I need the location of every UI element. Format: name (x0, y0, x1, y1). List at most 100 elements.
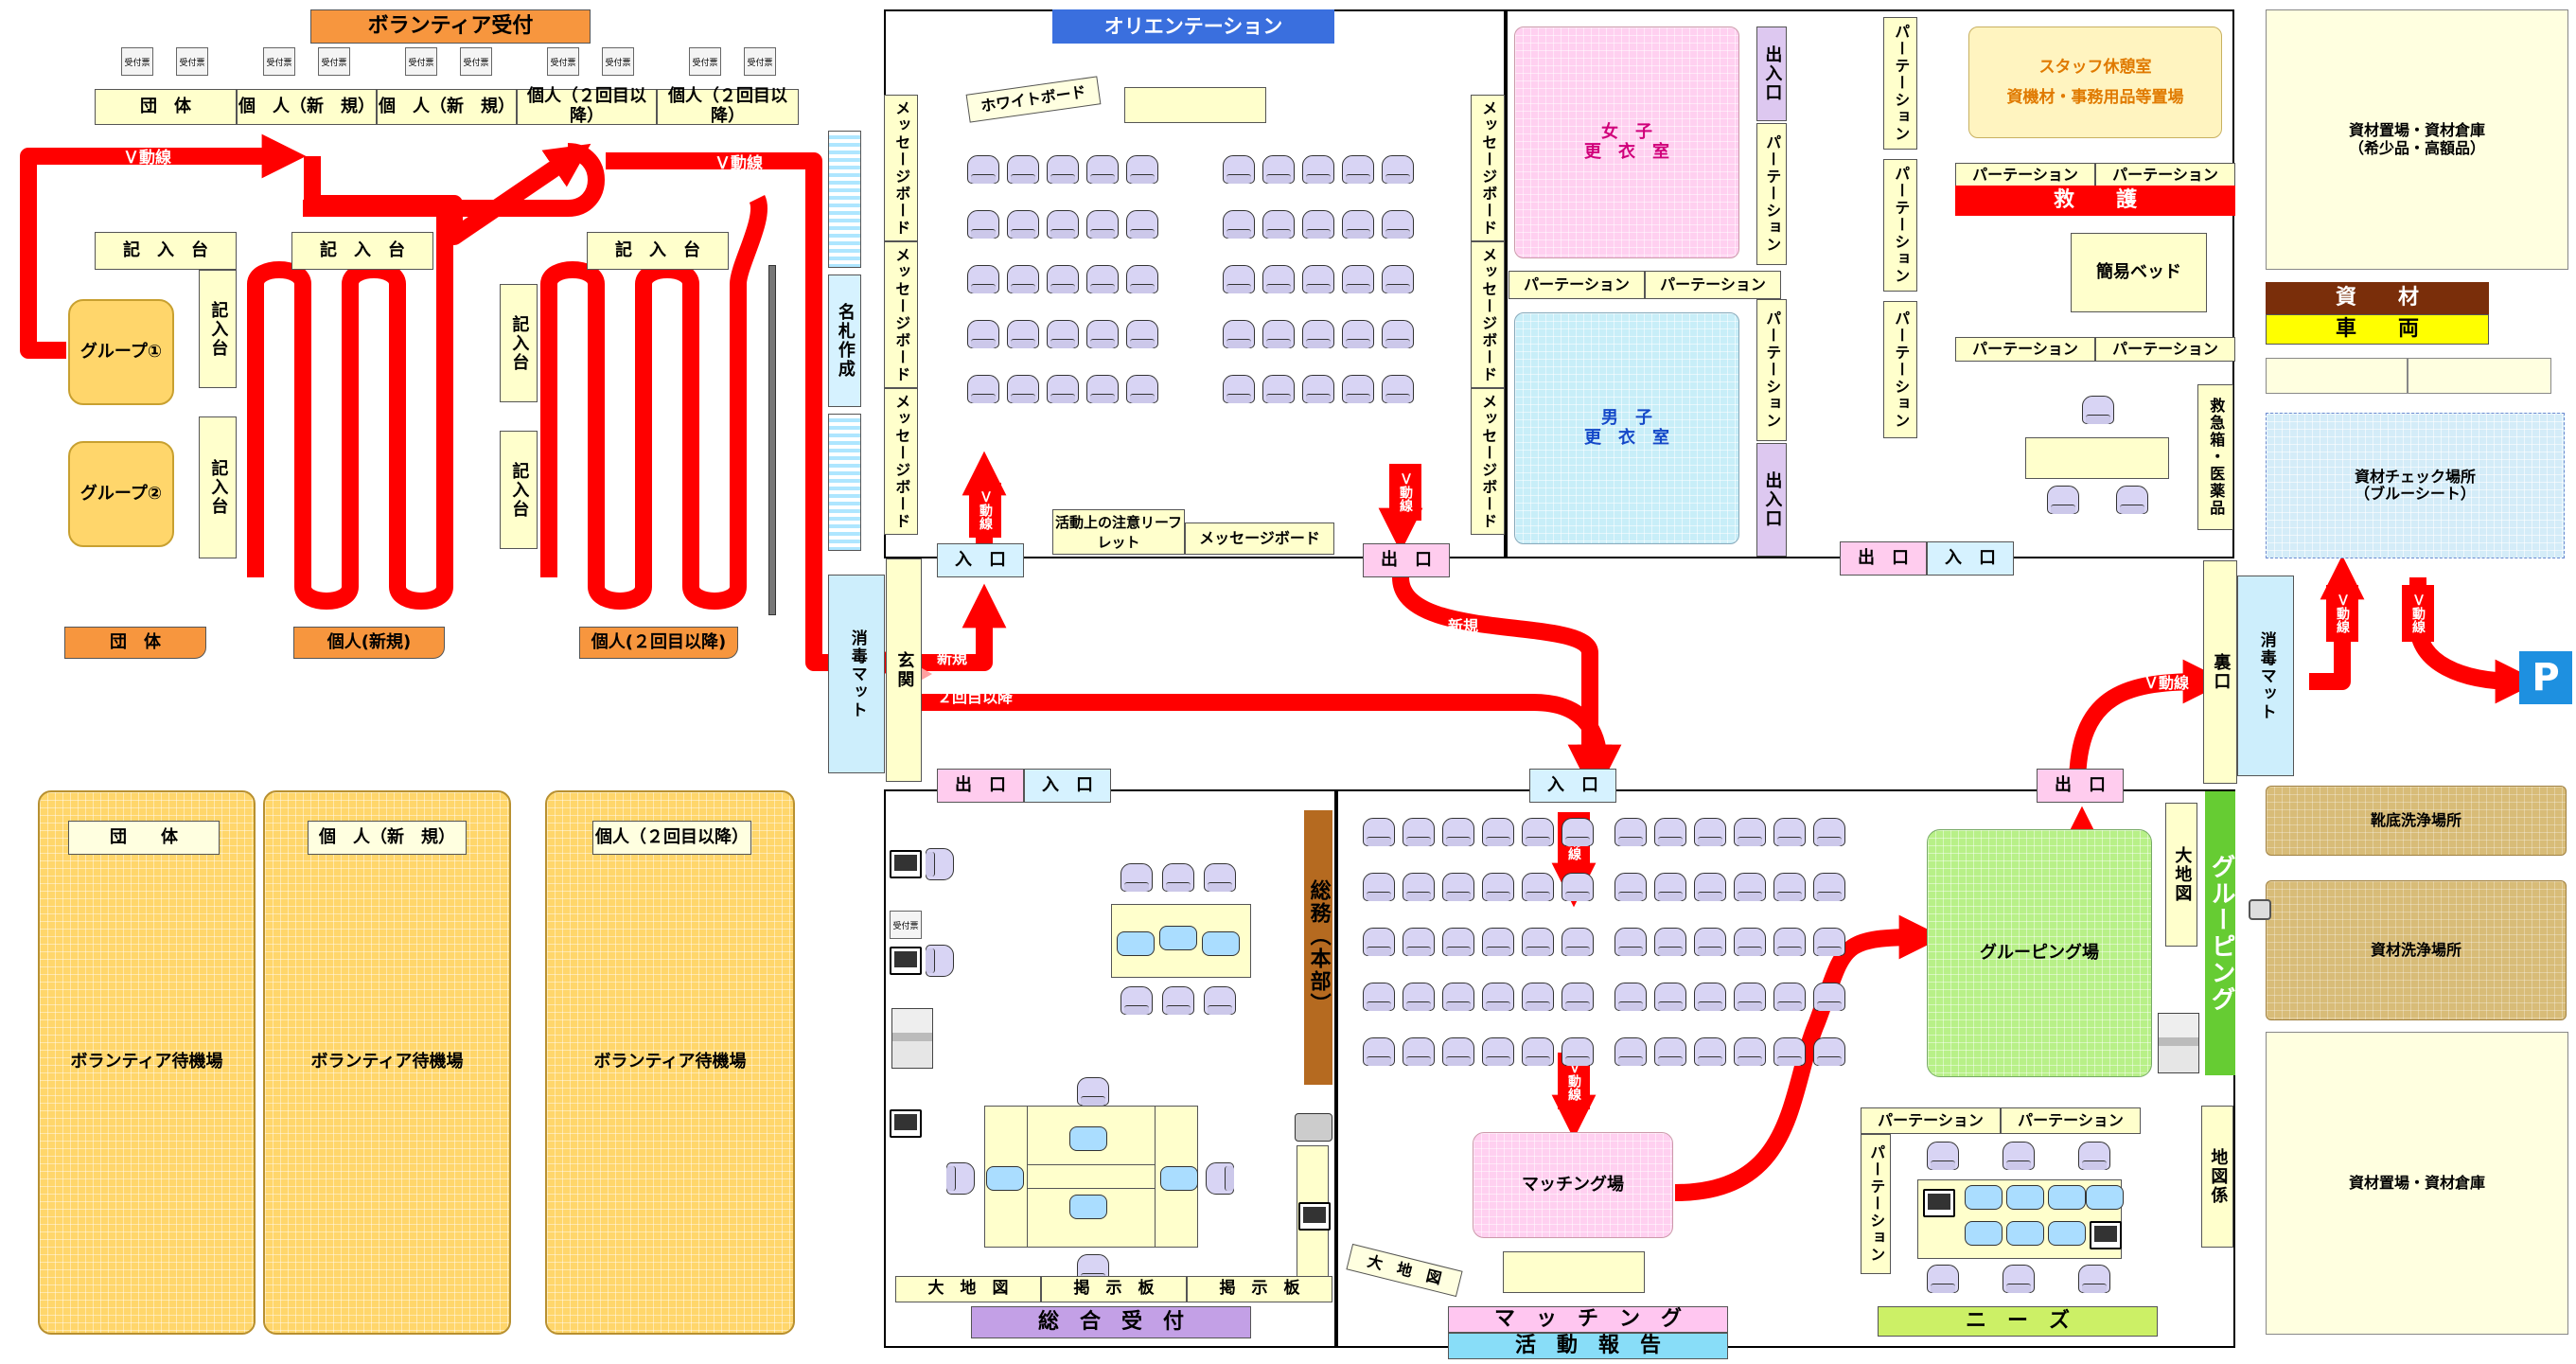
waiting-header: 団 体 (68, 821, 220, 855)
chair (1382, 375, 1414, 403)
matching-entrance[interactable]: 入 口 (1529, 769, 1616, 803)
orientation-exit[interactable]: 出 口 (1363, 543, 1450, 577)
partition: パーテーション (1645, 271, 1781, 299)
general-exit[interactable]: 出 口 (937, 769, 1024, 803)
chair (1086, 155, 1119, 184)
partition: パーテーション (1883, 17, 1917, 150)
changing-door[interactable]: 出入口 (1756, 27, 1787, 121)
message-board: メッセージボード (1471, 95, 1505, 241)
headquarters: 総務（本部） (1304, 810, 1332, 1085)
sheet-tray: 受付票 (602, 47, 634, 76)
sheet-tray: 受付票 (689, 47, 721, 76)
first-aid-kit: 救急箱・医薬品 (2197, 384, 2233, 530)
chair (1734, 983, 1766, 1011)
chair (1403, 873, 1435, 901)
chair (1813, 983, 1845, 1011)
partition: パーテーション (1955, 337, 2095, 362)
chair (1086, 375, 1119, 403)
vehicle-bay (2408, 358, 2551, 394)
chair (1262, 320, 1295, 348)
storage-bottom: 資材置場・資材倉庫 (2266, 1032, 2568, 1335)
storage-top: 資材置場・資材倉庫 （希少品・高額品） (2266, 9, 2568, 270)
waiting-area-label: ボランティア待機場 (70, 1051, 223, 1072)
writing-desk-v: 記入台 (500, 431, 538, 549)
vehicle-bay (2266, 358, 2408, 394)
partition: パーテーション (1955, 163, 2095, 187)
message-board: メッセージボード (884, 388, 918, 535)
general-reception-title: 総 合 受 付 (971, 1306, 1251, 1338)
copier-icon (2158, 1013, 2199, 1073)
flag-second: 個人(２回目以降) (579, 627, 738, 659)
chair (1047, 210, 1079, 239)
pc-icon (1923, 1189, 1955, 1217)
chair (1734, 928, 1766, 956)
grouping-exit[interactable]: 出 口 (2037, 769, 2124, 803)
big-map-wall: 大地図 (2165, 803, 2197, 947)
chair (1442, 983, 1474, 1011)
message-board: メッセージボード (884, 95, 918, 241)
chair (1086, 320, 1119, 348)
chair (1363, 1037, 1395, 1066)
bulletin-board: 掲 示 板 (1041, 1276, 1187, 1302)
general-entrance[interactable]: 入 口 (1024, 769, 1111, 803)
leaflet-stand: 活動上の注意リーフレット (1052, 509, 1185, 555)
rescue-entrance[interactable]: 入 口 (1927, 541, 2014, 576)
chair (1734, 818, 1766, 846)
chair (1614, 818, 1647, 846)
desk-divider (1027, 1106, 1156, 1248)
chair (1694, 928, 1726, 956)
chair (1126, 320, 1158, 348)
chair (1773, 1037, 1806, 1066)
writing-desk-v: 記入台 (199, 416, 237, 558)
chair (1442, 873, 1474, 901)
changing-door[interactable]: 出入口 (1756, 443, 1787, 557)
writing-desk-v: 記入台 (500, 284, 538, 402)
rescue-exit[interactable]: 出 口 (1840, 541, 1927, 576)
route-second-top (606, 152, 908, 685)
message-board: メッセージボード (1471, 241, 1505, 388)
chair (1813, 1037, 1845, 1066)
partition-line (768, 265, 776, 615)
flow-label: Ｖ動線 (2144, 674, 2190, 692)
big-map: 大 地 図 (895, 1276, 1041, 1302)
back-door[interactable]: 裏口 (2203, 560, 2237, 784)
chair (1614, 928, 1647, 956)
group-1: グループ① (68, 299, 174, 405)
chair (1561, 983, 1594, 1011)
chair (1223, 265, 1255, 293)
pc-icon (890, 850, 922, 878)
female-changing-room: 女 子 更 衣 室 (1514, 27, 1739, 258)
orientation-entrance[interactable]: 入 口 (937, 543, 1024, 577)
message-board: メッセージボード (884, 241, 918, 388)
chair (967, 155, 999, 184)
chair (1654, 873, 1686, 901)
materials-label: 資 材 (2266, 282, 2489, 314)
chair (1522, 873, 1554, 901)
fax-icon (1295, 1113, 1332, 1142)
chair (1382, 155, 1414, 184)
parking-icon: P (2519, 651, 2572, 704)
flow-label: Ｖ動線 (123, 149, 171, 168)
chair (1162, 863, 1194, 892)
flow-label: Ｖ動線 (969, 483, 1001, 538)
waiting-area-group: 団 体 ボランティア待機場 (38, 790, 256, 1335)
rescue-label: 救 護 (1955, 186, 2235, 216)
phone-icon (2006, 1185, 2044, 1210)
message-board: メッセージボード (1471, 388, 1505, 535)
sheet-tray: 受付票 (176, 47, 208, 76)
chair (1302, 375, 1334, 403)
pc-icon (890, 947, 922, 975)
writing-desk: 記 入 台 (291, 232, 433, 270)
phone-icon (1965, 1221, 2003, 1246)
chair (1654, 818, 1686, 846)
chair (1927, 1265, 1959, 1293)
sheet-tray: 受付票 (263, 47, 295, 76)
chair (1403, 818, 1435, 846)
matching-title: マ ッ チ ン グ (1448, 1306, 1728, 1333)
chair (926, 945, 954, 977)
chair (1120, 986, 1153, 1015)
category-new: 個 人（新 規） (237, 89, 377, 125)
phone-icon (1117, 931, 1155, 956)
chair (1047, 265, 1079, 293)
writing-desk: 記 入 台 (587, 232, 729, 270)
